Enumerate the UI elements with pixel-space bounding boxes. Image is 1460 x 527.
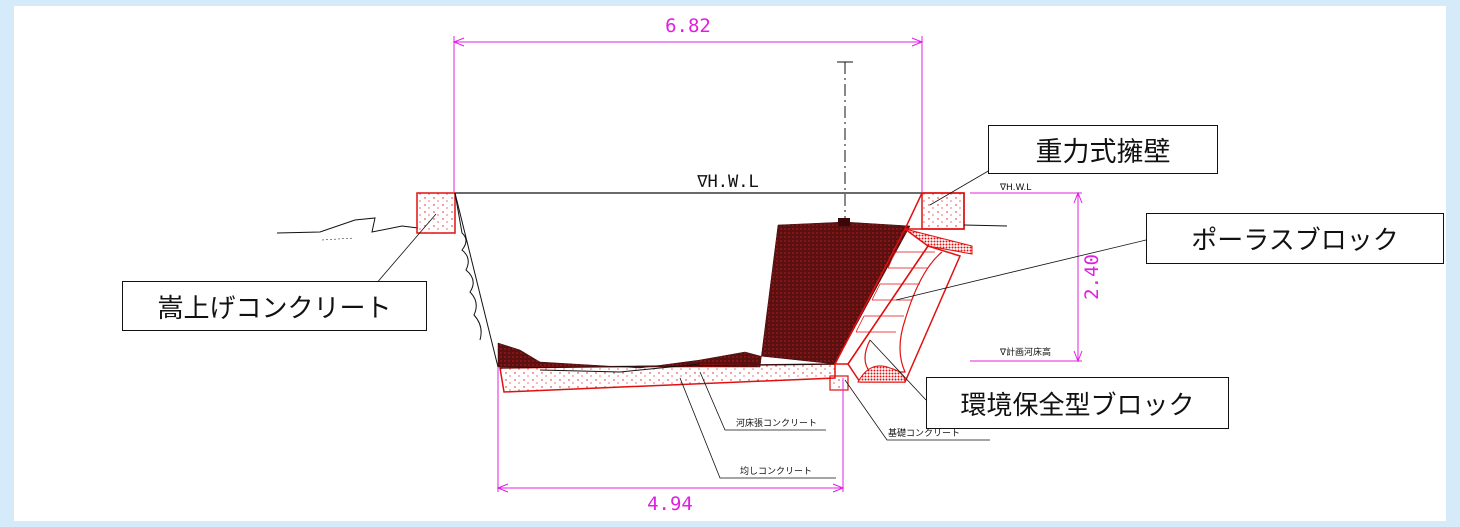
center-line — [837, 61, 853, 222]
gravity-wall-text: 重力式擁壁 — [1035, 137, 1171, 168]
left-ground — [276, 192, 482, 341]
raised-concrete-left — [416, 192, 456, 234]
bed-concrete — [499, 363, 836, 393]
height-dimension: 2.40 ∇H.W.L ∇計画河床高 — [970, 183, 1103, 363]
foundation-concrete-label: 基礎コンクリート — [888, 427, 960, 439]
leader-lines — [374, 153, 1147, 479]
top-dimension: 6.82 — [452, 15, 924, 192]
eco-block-callout: 環境保全型ブロック — [926, 377, 1229, 429]
side-hwl-label: ∇H.W.L — [999, 183, 1031, 193]
sediment-fill — [497, 221, 911, 369]
bottom-width-label: 4.94 — [647, 493, 693, 515]
hwl-label: ∇H.W.L — [696, 172, 758, 192]
raised-concrete-text: 嵩上げコンクリート — [157, 293, 392, 324]
riverbed-concrete-label: 河床張コンクリート — [736, 417, 817, 429]
planned-bed-label: ∇計画河床高 — [999, 346, 1051, 358]
right-wall-structure — [829, 192, 973, 391]
height-label: 2.40 — [1081, 254, 1103, 300]
hwl-line: ∇H.W.L — [454, 172, 922, 194]
leveling-concrete-label: 均しコンクリート — [740, 465, 812, 477]
porous-block-callout: ポーラスブロック — [1146, 213, 1444, 264]
center-marker — [838, 218, 850, 226]
porous-block-text: ポーラスブロック — [1191, 226, 1399, 256]
raised-concrete-callout: 嵩上げコンクリート — [122, 281, 427, 331]
top-width-label: 6.82 — [665, 15, 711, 37]
eco-block-text: 環境保全型ブロック — [960, 390, 1195, 421]
left-bank — [454, 192, 499, 368]
gravity-wall-callout: 重力式擁壁 — [988, 125, 1218, 174]
bottom-dimension: 4.94 — [496, 367, 845, 515]
right-ground — [963, 224, 1008, 227]
